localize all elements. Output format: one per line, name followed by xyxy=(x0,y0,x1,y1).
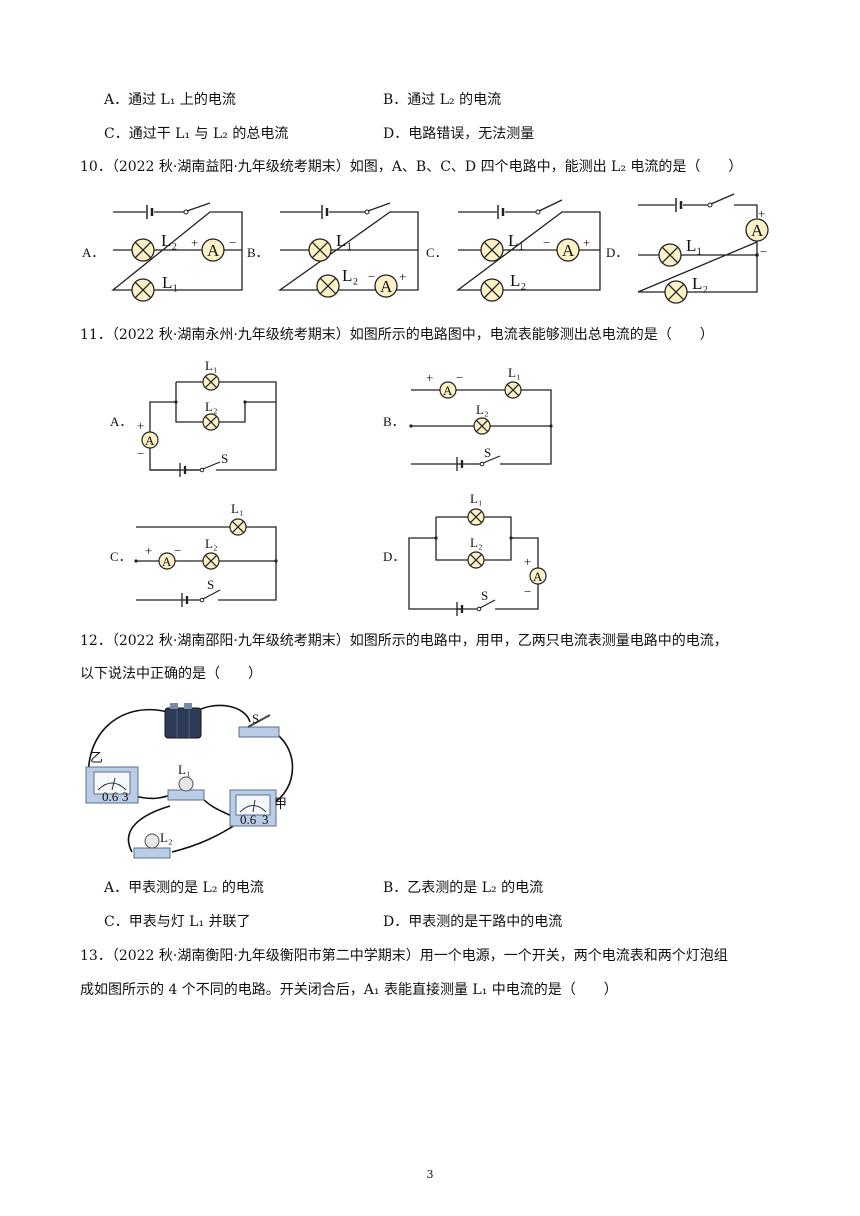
q11-d-lamp2: L₂ xyxy=(470,535,482,550)
q11-a-switch: S xyxy=(221,451,228,466)
q10-d-lamp2: L₂ xyxy=(692,274,708,293)
q12-option-b: B．乙表测的是 L₂ 的电流 xyxy=(383,880,544,896)
q12-jia-scale-left: 0.6 xyxy=(240,812,257,827)
q10-label-d: D． xyxy=(606,245,628,260)
svg-text:−: − xyxy=(524,584,531,599)
q9-option-d: D．电路错误，无法测量 xyxy=(383,126,535,142)
q10-a-lamp2: L₂ xyxy=(161,231,177,250)
q11-b-meter: A xyxy=(443,383,453,398)
q11-d-lamp1: L₁ xyxy=(470,491,482,506)
q10-b-minus: − xyxy=(368,269,375,284)
q10-circuit-b: B． L₁ L₂ − A + xyxy=(247,202,419,298)
q12-yi-scale-right: 3 xyxy=(122,789,129,804)
q10-c-lamp1: L₁ xyxy=(508,231,524,250)
q11-stem: 11．（2022 秋·湖南永州·九年级统考期末）如图所示的电路图中，电流表能够测… xyxy=(80,327,714,343)
q13-stem-line2: 成如图所示的 4 个不同的电路。开关闭合后，A₁ 表能直接测量 L₁ 中电流的是… xyxy=(80,982,618,998)
q11-b-switch: S xyxy=(484,445,491,460)
q11-c-lamp1: L₁ xyxy=(231,501,243,516)
svg-text:+: + xyxy=(524,554,531,569)
q10-a-plus: + xyxy=(191,235,198,250)
svg-text:+: + xyxy=(145,543,152,558)
q11-label-a: A． xyxy=(110,414,132,429)
q12-jia-scale-right: 3 xyxy=(262,812,269,827)
q11-circuit-c: C． L₁ A + − L₂ S xyxy=(110,501,278,607)
q10-b-meter: A xyxy=(380,277,393,296)
svg-text:+: + xyxy=(426,370,433,385)
q10-c-lamp2: L₂ xyxy=(510,271,526,290)
q9-option-b: B．通过 L₂ 的电流 xyxy=(383,92,502,108)
svg-text:−: − xyxy=(137,446,144,461)
q11-c-meter: A xyxy=(162,554,172,569)
q12-lamp1: L₁ xyxy=(178,762,190,777)
q12-option-d: D．甲表测的是干路中的电流 xyxy=(383,914,563,930)
q10-circuit-a: A． A L₂ + − L₁ xyxy=(82,202,243,302)
svg-text:−: − xyxy=(174,543,181,558)
q11-c-lamp2: L₂ xyxy=(205,536,217,551)
q11-c-switch: S xyxy=(207,577,214,592)
q12-stem-line1: 12．（2022 秋·湖南邵阳·九年级统考期末）如图所示的电路中，用甲，乙两只电… xyxy=(80,633,728,649)
svg-text:+: + xyxy=(137,418,144,433)
q11-label-d: D． xyxy=(383,549,405,564)
q11-b-lamp1: L₁ xyxy=(508,365,520,380)
q12-option-c: C．甲表与灯 L₁ 并联了 xyxy=(104,914,251,930)
q12-yi-scale-left: 0.6 xyxy=(102,789,119,804)
q10-d-meter: A xyxy=(751,221,764,240)
q12-option-a: A．甲表测的是 L₂ 的电流 xyxy=(104,880,264,896)
q11-a-meter: A xyxy=(145,433,155,448)
q10-stem: 10．（2022 秋·湖南益阳·九年级统考期末）如图，A、B、C、D 四个电路中… xyxy=(80,159,743,175)
q11-label-b: B． xyxy=(383,414,405,429)
q13-stem-line1: 13．（2022 秋·湖南衡阳·九年级衡阳市第二中学期末）用一个电源，一个开关，… xyxy=(80,948,728,964)
q11-label-c: C． xyxy=(110,549,132,564)
q11-a-lamp2: L₂ xyxy=(205,399,217,414)
q11-a-lamp1: L₁ xyxy=(205,358,217,373)
q10-a-minus: − xyxy=(229,235,236,250)
q10-d-lamp1: L₁ xyxy=(686,236,702,255)
q10-label-a: A． xyxy=(82,245,104,260)
q10-b-lamp1: L₁ xyxy=(336,231,352,250)
svg-text:−: − xyxy=(456,370,463,385)
q10-b-plus: + xyxy=(399,269,406,284)
q11-d-meter: A xyxy=(533,569,543,584)
q9-option-c: C．通过干 L₁ 与 L₂ 的总电流 xyxy=(104,126,289,142)
q11-circuit-b: B． A + − L₁ L₂ S xyxy=(383,365,553,471)
q12-meter-jia: 甲 xyxy=(274,796,287,811)
q12-meter-yi: 乙 xyxy=(90,750,103,765)
q10-circuit-c: C． L₁ − A + L₂ xyxy=(426,199,601,302)
q10-c-plus: + xyxy=(583,235,590,250)
q12-stem-line2: 以下说法中正确的是（ ） xyxy=(80,666,262,682)
page-number: 3 xyxy=(426,1168,434,1181)
q10-d-minus: − xyxy=(760,244,767,259)
q10-c-minus: − xyxy=(543,235,550,250)
q11-b-lamp2: L₂ xyxy=(476,402,488,417)
q11-d-switch: S xyxy=(481,588,488,603)
q12-circuit-picture: S 乙 0.6 3 L₁ 甲 0.6 3 L₂ xyxy=(85,703,294,859)
q10-a-meter: A xyxy=(207,241,220,260)
q10-b-lamp2: L₂ xyxy=(342,266,358,285)
q12-lamp2: L₂ xyxy=(160,830,172,845)
q10-label-b: B． xyxy=(247,245,269,260)
q12-switch: S xyxy=(252,711,259,726)
q10-c-meter: A xyxy=(562,241,575,260)
q10-a-lamp1: L₁ xyxy=(162,273,178,292)
q10-circuit-d: D． A + − L₁ L₂ xyxy=(606,193,769,304)
q11-circuit-a: A． L₁ L₂ A + − S xyxy=(110,358,277,477)
q10-label-c: C． xyxy=(426,245,448,260)
q10-d-plus: + xyxy=(758,206,765,221)
q9-option-a: A．通过 L₁ 上的电流 xyxy=(104,92,236,108)
q11-circuit-d: D． L₁ L₂ A + − S xyxy=(383,491,547,616)
